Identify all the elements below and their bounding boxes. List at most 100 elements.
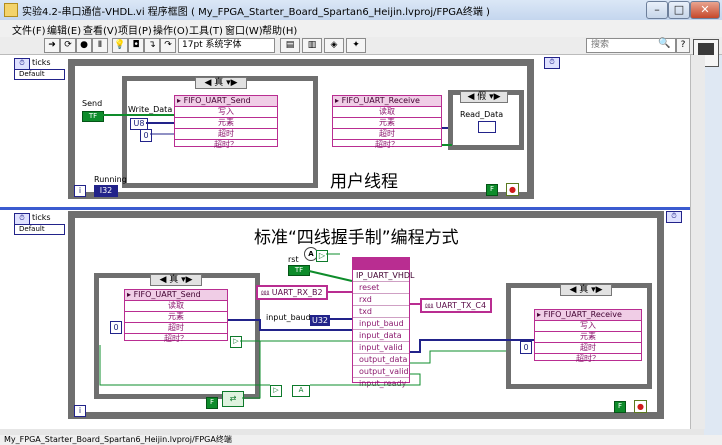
font-selector[interactable]: 17pt 系统字体 (178, 38, 275, 53)
not-function-icon: ▷ (316, 250, 328, 262)
ticks-control-top[interactable]: ⏱ ticks Default (14, 58, 65, 80)
ticks-default-bottom[interactable]: Default (14, 224, 65, 235)
fifo-receive-row-element: 元素 (333, 118, 441, 129)
stop-icon-top[interactable]: ● (506, 183, 519, 196)
case-selector-true-bottom-right[interactable]: ◀ 真 ▾▶ (560, 284, 612, 296)
menu-view[interactable]: 查看(V) (83, 26, 118, 37)
ticks-default-top[interactable]: Default (14, 69, 65, 80)
fifo-uart-receive-node-bottom[interactable]: ▸ FIFO_UART_Receive 写入 元素 超时 超时？ (534, 309, 642, 363)
fifo-send-row-write: 写入 (175, 107, 277, 118)
running-indicator[interactable]: I32 (94, 185, 118, 197)
input-baud-label: input_baud (266, 313, 311, 322)
ip-row-rxd: rxd (353, 294, 409, 306)
ticks-control-bottom[interactable]: ⏱ ticks Default (14, 213, 65, 235)
abort-icon[interactable]: ● (76, 38, 92, 53)
wire-output-data (410, 339, 534, 353)
status-bar: My_FPGA_Starter_Board_Spartan6_Heijin.lv… (0, 435, 722, 445)
fifo-send-bottom-row-timedout: 超时？ (164, 334, 188, 343)
clean-up-diagram-icon[interactable]: ✦ (346, 38, 366, 53)
shift-register-icon: ⇄ (222, 391, 244, 407)
fifo-receive-row-timeout: 超时 (333, 129, 441, 140)
window-title: 实验4.2-串口通信-VHDL.vi 程序框图 ( My_FPGA_Starte… (22, 7, 490, 18)
write-data-label: Write_Data (128, 105, 173, 114)
search-icon[interactable]: 🔍 (658, 38, 671, 49)
zero-constant-top[interactable]: 0 (140, 129, 152, 142)
wire-shift (242, 341, 261, 399)
context-help-button[interactable]: ? (676, 38, 690, 53)
ip-node-title: IP_UART_VHDL (353, 270, 414, 282)
wire-output-valid (410, 350, 506, 364)
fifo-uart-receive-node-top[interactable]: ▸ FIFO_UART_Receive 读取 元素 超时 超时？ (332, 95, 442, 149)
reorder-icon[interactable]: ◈ (324, 38, 344, 53)
fifo-send-title-bottom: ▸ FIFO_UART_Send (125, 290, 227, 301)
zero-constant-bottom-left[interactable]: 0 (110, 321, 122, 334)
fifo-send-row-timedout: 超时？ (214, 140, 238, 149)
not-function-icon-bottom: ▷ (230, 336, 242, 348)
ip-row-reset: reset (353, 282, 409, 294)
pause-icon[interactable]: Ⅱ (92, 38, 108, 53)
menu-operate[interactable]: 操作(O) (153, 26, 189, 37)
send-label: Send (82, 99, 103, 108)
step-over-icon[interactable]: ↷ (160, 38, 176, 53)
align-objects-icon[interactable]: ▤ (280, 38, 300, 53)
menu-file[interactable]: 文件(F) (12, 26, 46, 37)
fifo-receive-bottom-row-timeout: 超时 (535, 343, 641, 354)
fifo-receive-bottom-row-write: 写入 (535, 321, 641, 332)
rst-label: rst (288, 255, 299, 264)
stop-false-constant-top[interactable]: F (486, 184, 498, 196)
vertical-scrollbar[interactable] (690, 55, 705, 429)
timing-terminal-bottom-right: ⏱ (666, 211, 682, 223)
uart-rx-io-node[interactable]: ⅏ UART_RX_B2 (256, 285, 328, 300)
app-icon (4, 3, 18, 17)
ip-node-icon (353, 258, 409, 270)
close-button[interactable]: ✕ (690, 1, 720, 19)
horizontal-scrollbar[interactable] (0, 429, 704, 435)
case-selector-true[interactable]: ◀ 真 ▾▶ (195, 77, 247, 89)
ip-row-txd: txd (353, 306, 409, 318)
fifo-uart-send-node-top[interactable]: ▸ FIFO_UART_Send 写入 元素 超时 超时？ (174, 95, 278, 149)
fifo-receive-bottom-row-element: 元素 (535, 332, 641, 343)
distribute-objects-icon[interactable]: ▥ (302, 38, 322, 53)
fifo-send-bottom-row-read: 读取 (125, 301, 227, 312)
send-boolean[interactable]: TF (82, 111, 104, 122)
input-baud-control[interactable]: U32 (310, 315, 330, 326)
zero-constant-bottom-right[interactable]: 0 (520, 341, 532, 354)
user-thread-caption: 用户线程 (330, 172, 398, 192)
fifo-send-bottom-row-element: 元素 (125, 312, 227, 323)
and-function-icon: A (292, 385, 310, 397)
toolbar: ➜ ⟳ ● Ⅱ 💡 ◘ ↴ ↷ 17pt 系统字体 ▤ ▥ ◈ ✦ 搜索 🔍 ? (0, 37, 722, 67)
block-diagram-canvas[interactable]: ⏱ ticks Default ⏱ ◀ 真 ▾▶ Send TF Write_D… (0, 55, 691, 429)
fifo-send-row-timeout: 超时 (175, 129, 277, 140)
read-data-indicator[interactable] (478, 121, 496, 133)
title-bar: 实验4.2-串口通信-VHDL.vi 程序框图 ( My_FPGA_Starte… (0, 0, 722, 21)
run-continuously-icon[interactable]: ⟳ (60, 38, 76, 53)
fifo-uart-send-node-bottom[interactable]: ▸ FIFO_UART_Send 读取 元素 超时 超时？ (124, 289, 228, 343)
minimize-button[interactable]: – (646, 1, 668, 19)
fifo-receive-row-timedout: 超时？ (375, 140, 399, 149)
shift-register-false-constant[interactable]: F (206, 397, 218, 409)
menu-tools[interactable]: 工具(T) (189, 26, 223, 37)
fifo-receive-title-top: ▸ FIFO_UART_Receive (333, 96, 441, 107)
section-divider (0, 207, 690, 210)
read-data-label: Read_Data (460, 110, 504, 119)
stop-icon-bottom[interactable]: ● (634, 400, 647, 413)
search-input[interactable]: 搜索 (586, 38, 676, 53)
case-selector-false[interactable]: ◀ 假 ▾▶ (460, 91, 508, 103)
retain-wire-values-icon[interactable]: ◘ (128, 38, 144, 53)
uart-tx-io-node[interactable]: ⅏ UART_TX_C4 (420, 298, 492, 313)
menu-help[interactable]: 帮助(H) (262, 26, 298, 37)
step-into-icon[interactable]: ↴ (144, 38, 160, 53)
menu-project[interactable]: 项目(P) (118, 26, 152, 37)
ip-uart-vhdl-node[interactable]: IP_UART_VHDL reset rxd txd input_baud in… (352, 257, 414, 388)
maximize-button[interactable]: □ (668, 1, 690, 19)
highlight-execution-icon[interactable]: 💡 (112, 38, 128, 53)
case-selector-true-bottom-left[interactable]: ◀ 真 ▾▶ (150, 274, 202, 286)
ip-row-input-data: input_data (353, 330, 409, 342)
fifo-send-bottom-row-timeout: 超时 (125, 323, 227, 334)
ticks-label-bottom: ticks (32, 213, 51, 222)
run-arrow-icon[interactable]: ➜ (44, 38, 60, 53)
menu-window[interactable]: 窗口(W) (225, 26, 263, 37)
fifo-receive-row-read: 读取 (333, 107, 441, 118)
menu-edit[interactable]: 编辑(E) (47, 26, 82, 37)
stop-false-constant-bottom[interactable]: F (614, 401, 626, 413)
